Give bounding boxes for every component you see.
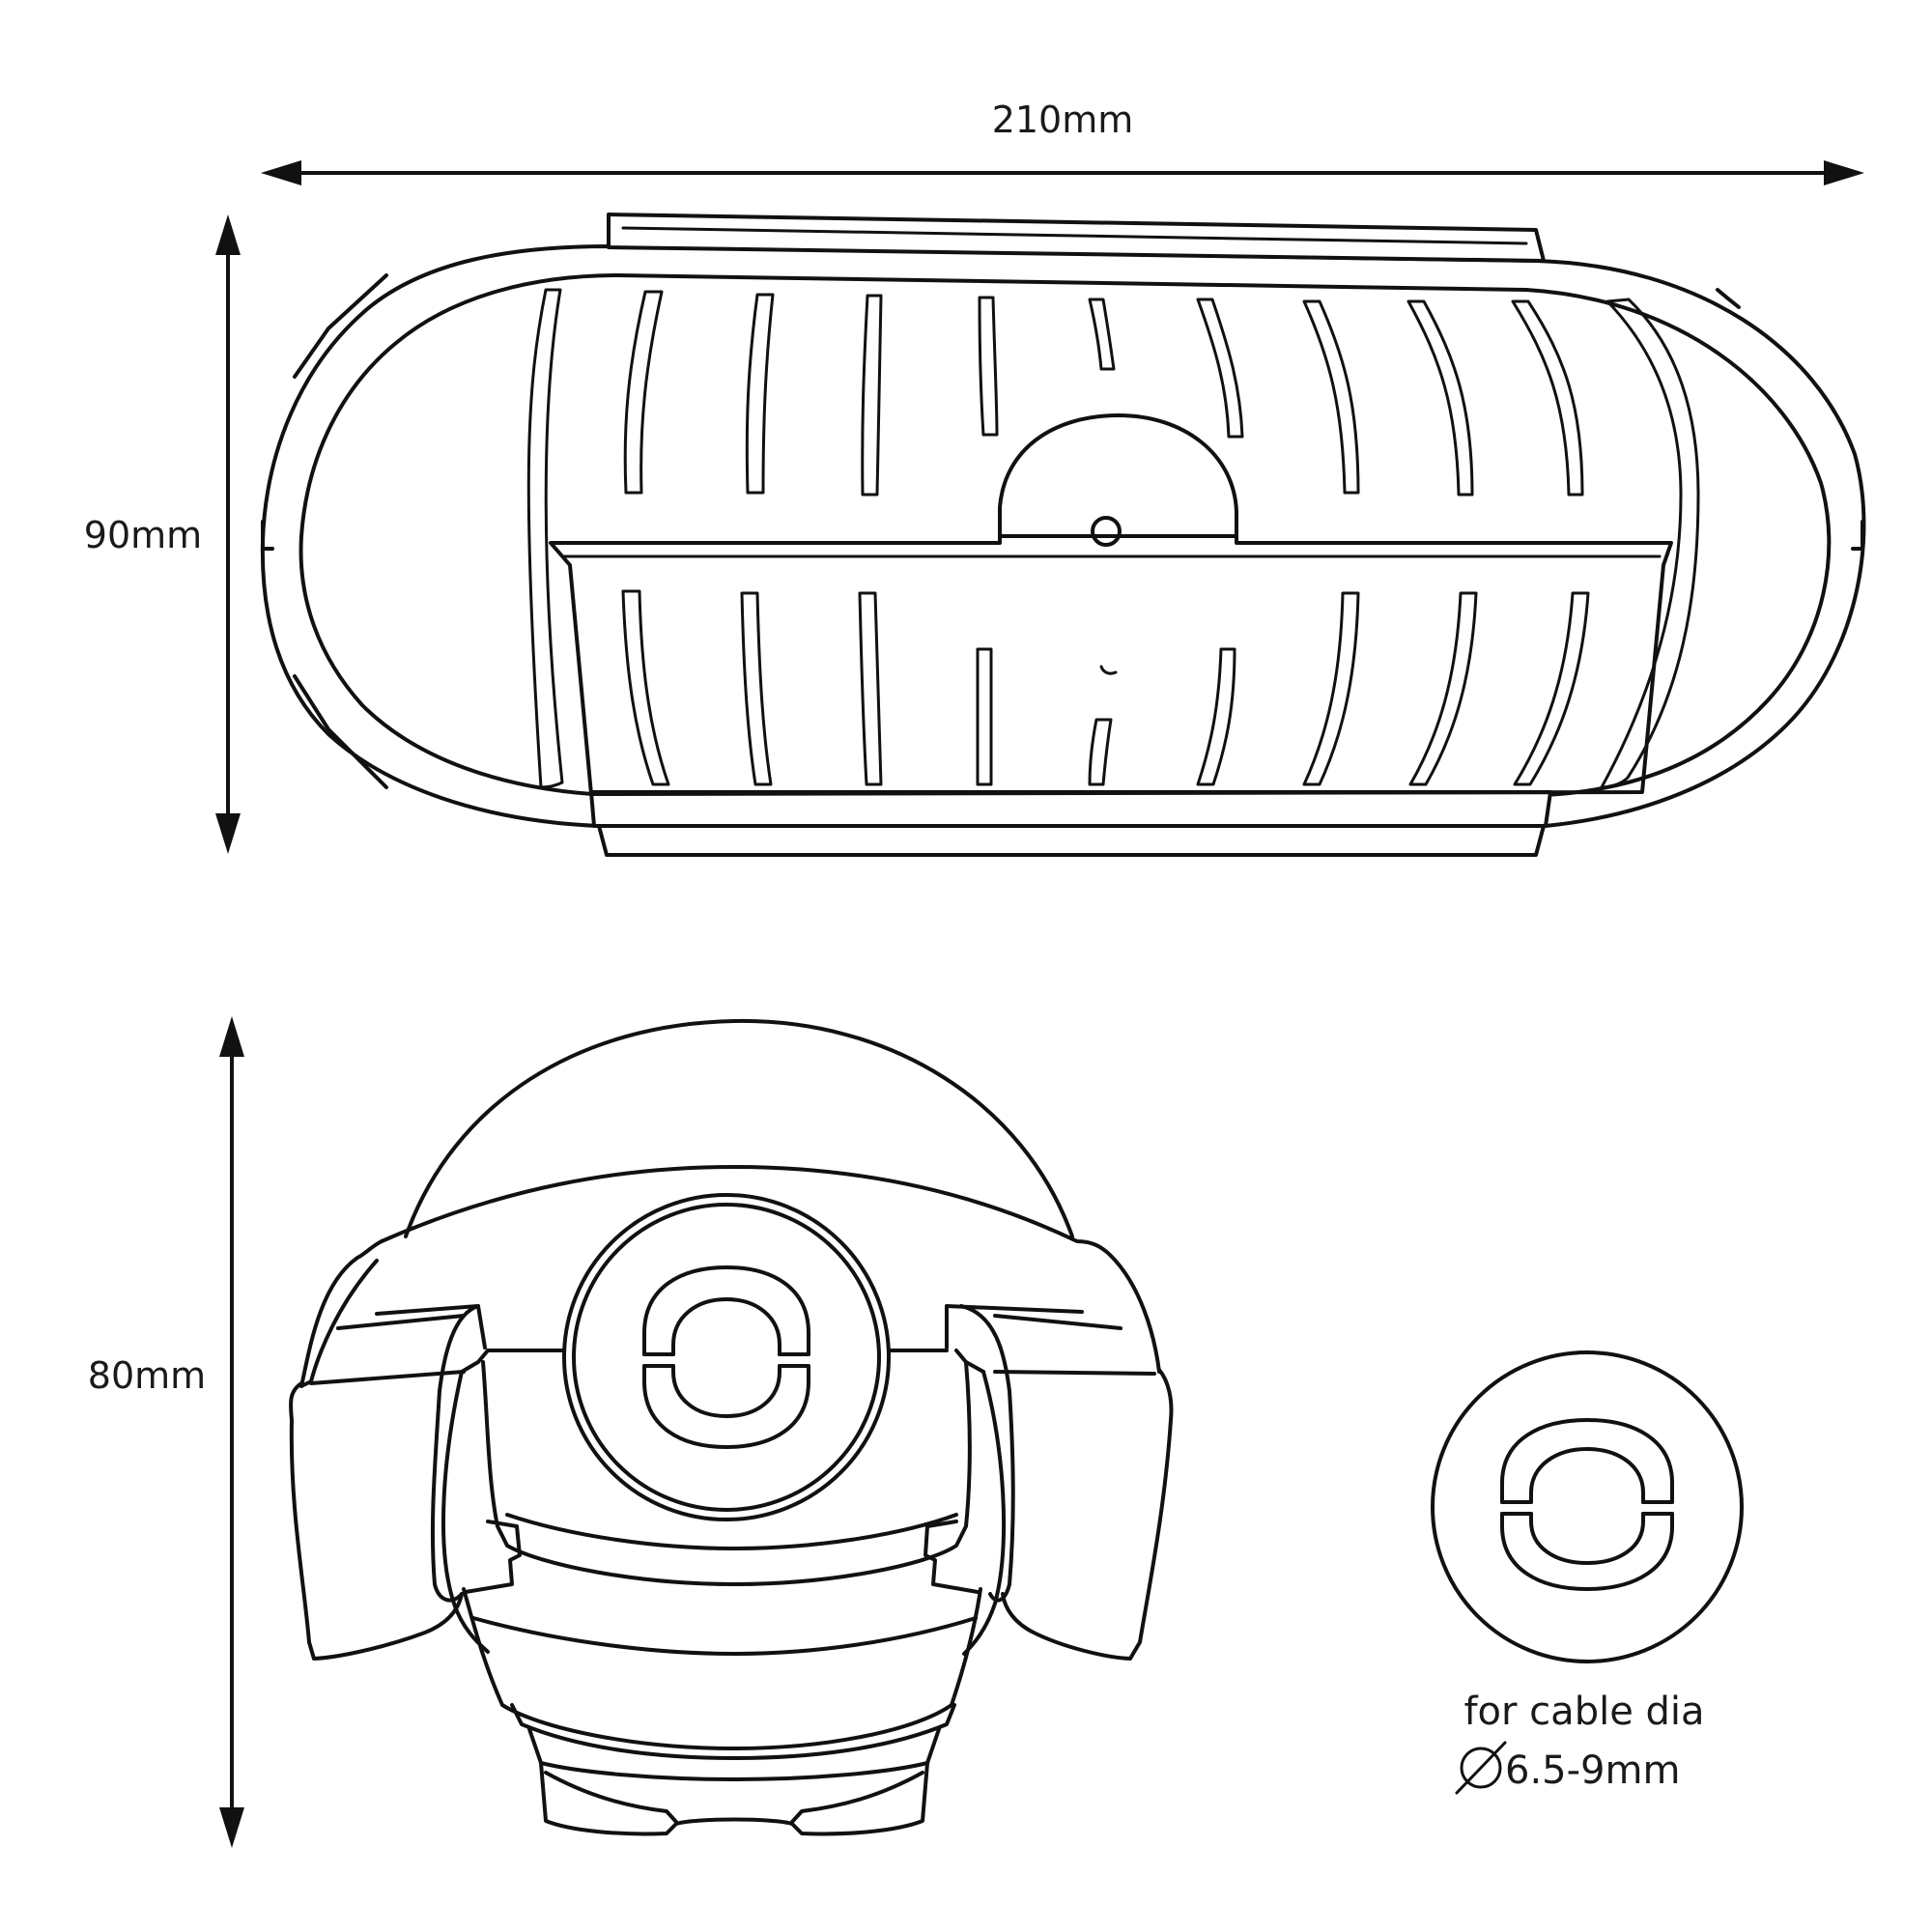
top-height-label: 90mm	[84, 514, 202, 556]
lower-ribs	[621, 589, 1590, 786]
cable-entry-icon	[642, 1265, 810, 1449]
cable-detail-entry-icon	[1500, 1418, 1674, 1591]
cable-note-line1: for cable dia	[1463, 1690, 1704, 1734]
top-view-connector	[260, 213, 1866, 857]
width-label: 210mm	[992, 99, 1134, 141]
bottom-height-label: 80mm	[88, 1354, 206, 1397]
end-view-connector	[289, 1018, 1174, 1836]
diameter-symbol-icon	[1455, 1741, 1507, 1795]
width-dimension: 210mm	[261, 99, 1864, 185]
bottom-height-dimension: 80mm	[88, 1016, 244, 1848]
cable-note-line2: 6.5-9mm	[1505, 1748, 1680, 1793]
top-height-dimension: 90mm	[84, 214, 241, 854]
upper-ribs	[526, 288, 1700, 789]
cable-detail: for cable dia 6.5-9mm	[1431, 1350, 1744, 1795]
